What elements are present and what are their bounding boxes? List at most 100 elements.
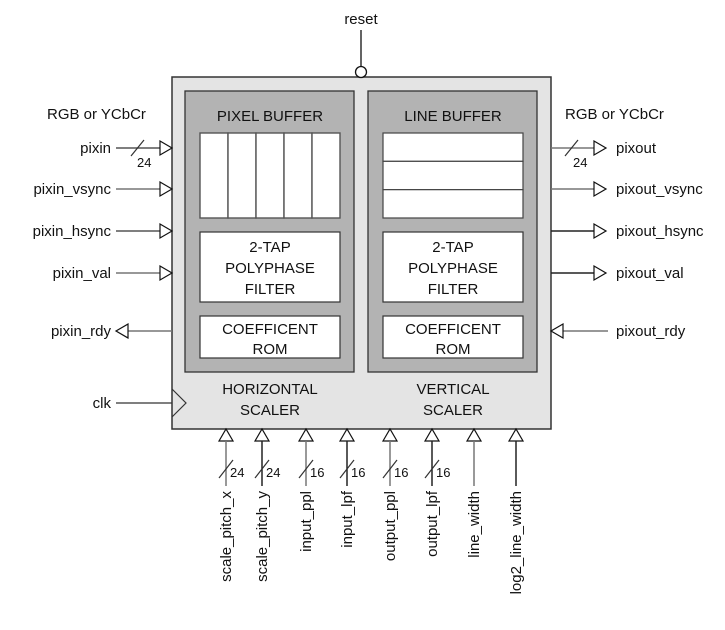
line-buffer-cell bbox=[382, 132, 524, 162]
v-rom-line-1: COEFFICENT bbox=[405, 321, 501, 338]
port-pixout-vsync: pixout_vsync bbox=[551, 180, 703, 198]
h-filter-line-3: FILTER bbox=[245, 281, 296, 298]
reset-label: reset bbox=[344, 11, 378, 28]
pixel-buffer-cell bbox=[311, 132, 341, 219]
h-scaler-title-2: SCALER bbox=[240, 402, 300, 419]
port-input-ppl: 16 input_ppl bbox=[297, 427, 324, 552]
input-arrow-icon bbox=[507, 427, 525, 442]
bus-slash-icon bbox=[339, 459, 355, 479]
right-color-format-label: RGB or YCbCr bbox=[565, 106, 664, 123]
input-arrow-icon bbox=[381, 427, 399, 442]
bottom-ports: 24 scale_pitch_x 24 scale_pitch_y 16 input_pp… bbox=[217, 427, 525, 594]
port-label: pixout_hsync bbox=[616, 223, 704, 240]
port-log2-line-width: log2_line_width bbox=[507, 427, 525, 594]
input-arrow-icon bbox=[159, 180, 174, 198]
clock-edge-icon bbox=[171, 388, 187, 418]
pixel-buffer-cell bbox=[199, 132, 229, 219]
output-arrow-icon bbox=[593, 264, 608, 282]
pixel-buffer-cell bbox=[255, 132, 285, 219]
line-buffer-cell bbox=[382, 160, 524, 191]
output-arrow-icon bbox=[114, 322, 129, 340]
port-scale-pitch-y: 24 scale_pitch_y bbox=[253, 427, 280, 582]
horizontal-filter-block bbox=[199, 231, 341, 303]
port-label: pixin_rdy bbox=[51, 323, 112, 340]
port-label: output_ppl bbox=[382, 491, 399, 561]
port-scale-pitch-x: 24 scale_pitch_x bbox=[217, 427, 244, 582]
port-label: pixout_vsync bbox=[616, 181, 703, 198]
pixel-buffer bbox=[199, 132, 341, 219]
port-label: pixin_val bbox=[53, 265, 111, 282]
bus-width-label: 16 bbox=[351, 465, 365, 480]
pixel-buffer-cell bbox=[227, 132, 257, 219]
input-arrow-icon bbox=[549, 322, 564, 340]
port-label: scale_pitch_x bbox=[218, 491, 235, 582]
bus-width-label: 16 bbox=[436, 465, 450, 480]
bus-slash-icon bbox=[254, 459, 270, 479]
bus-slash-icon bbox=[218, 459, 234, 479]
port-label: pixin_hsync bbox=[33, 223, 112, 240]
port-output-ppl: 16 output_ppl bbox=[381, 427, 408, 561]
bus-width-label: 16 bbox=[394, 465, 408, 480]
left-color-format-label: RGB or YCbCr bbox=[47, 106, 146, 123]
input-arrow-icon bbox=[465, 427, 483, 442]
v-filter-line-3: FILTER bbox=[428, 281, 479, 298]
h-rom-line-2: ROM bbox=[253, 341, 288, 358]
port-pixout-rdy: pixout_rdy bbox=[549, 322, 686, 340]
port-label: line_width bbox=[466, 491, 483, 558]
input-arrow-icon bbox=[159, 264, 174, 282]
port-line-width: line_width bbox=[465, 427, 483, 558]
port-pixout-hsync: pixout_hsync bbox=[551, 222, 704, 240]
output-arrow-icon bbox=[593, 139, 608, 157]
pixel-buffer-title: PIXEL BUFFER bbox=[217, 108, 323, 125]
port-label: input_lpf bbox=[339, 490, 356, 548]
bus-slash-icon bbox=[382, 459, 398, 479]
port-label: log2_line_width bbox=[508, 491, 525, 594]
port-input-lpf: 16 input_lpf bbox=[338, 427, 365, 548]
port-label: pixout bbox=[616, 140, 657, 157]
port-label: input_ppl bbox=[298, 491, 315, 552]
horizontal-scaler: PIXEL BUFFER 2-TAP POLYPHASE FILTER COEF… bbox=[184, 90, 355, 419]
port-clk: clk bbox=[93, 388, 187, 418]
vertical-scaler: LINE BUFFER 2-TAP POLYPHASE FILTER COEFF… bbox=[367, 90, 538, 419]
port-pixin-val: pixin_val bbox=[53, 264, 174, 282]
port-pixin: pixin 24 bbox=[80, 139, 174, 170]
port-label: pixout_val bbox=[616, 265, 684, 282]
output-arrow-icon bbox=[593, 222, 608, 240]
reset-active-low-bubble bbox=[354, 65, 368, 79]
h-rom-line-1: COEFFICENT bbox=[222, 321, 318, 338]
port-pixin-hsync: pixin_hsync bbox=[33, 222, 174, 240]
v-filter-line-2: POLYPHASE bbox=[408, 260, 498, 277]
input-arrow-icon bbox=[338, 427, 356, 442]
bus-slash-icon bbox=[130, 139, 145, 157]
v-rom-line-2: ROM bbox=[436, 341, 471, 358]
pixel-buffer-cell bbox=[283, 132, 313, 219]
input-arrow-icon bbox=[297, 427, 315, 442]
h-scaler-title-1: HORIZONTAL bbox=[222, 381, 318, 398]
bus-width-label: 16 bbox=[310, 465, 324, 480]
h-filter-line-2: POLYPHASE bbox=[225, 260, 315, 277]
vertical-filter-block bbox=[382, 231, 524, 303]
port-label: pixin bbox=[80, 140, 111, 157]
input-arrow-icon bbox=[159, 139, 174, 157]
port-label: clk bbox=[93, 395, 112, 412]
bus-width-label: 24 bbox=[266, 465, 280, 480]
port-label: pixin_vsync bbox=[33, 181, 111, 198]
bus-width-label: 24 bbox=[230, 465, 244, 480]
left-ports: pixin24pixin_vsyncpixin_hsyncpixin_valpi… bbox=[33, 139, 187, 418]
input-arrow-icon bbox=[159, 222, 174, 240]
bus-slash-icon bbox=[564, 139, 579, 157]
v-filter-line-1: 2-TAP bbox=[432, 239, 473, 256]
bus-width-label: 24 bbox=[137, 155, 151, 170]
line-buffer bbox=[382, 132, 524, 219]
line-buffer-cell bbox=[382, 189, 524, 219]
bus-slash-icon bbox=[298, 459, 314, 479]
port-label: scale_pitch_y bbox=[254, 491, 271, 582]
h-filter-line-1: 2-TAP bbox=[249, 239, 290, 256]
horizontal-coef-rom-block bbox=[199, 315, 341, 359]
output-arrow-icon bbox=[593, 180, 608, 198]
port-label: pixout_rdy bbox=[616, 323, 686, 340]
v-scaler-title-1: VERTICAL bbox=[416, 381, 489, 398]
